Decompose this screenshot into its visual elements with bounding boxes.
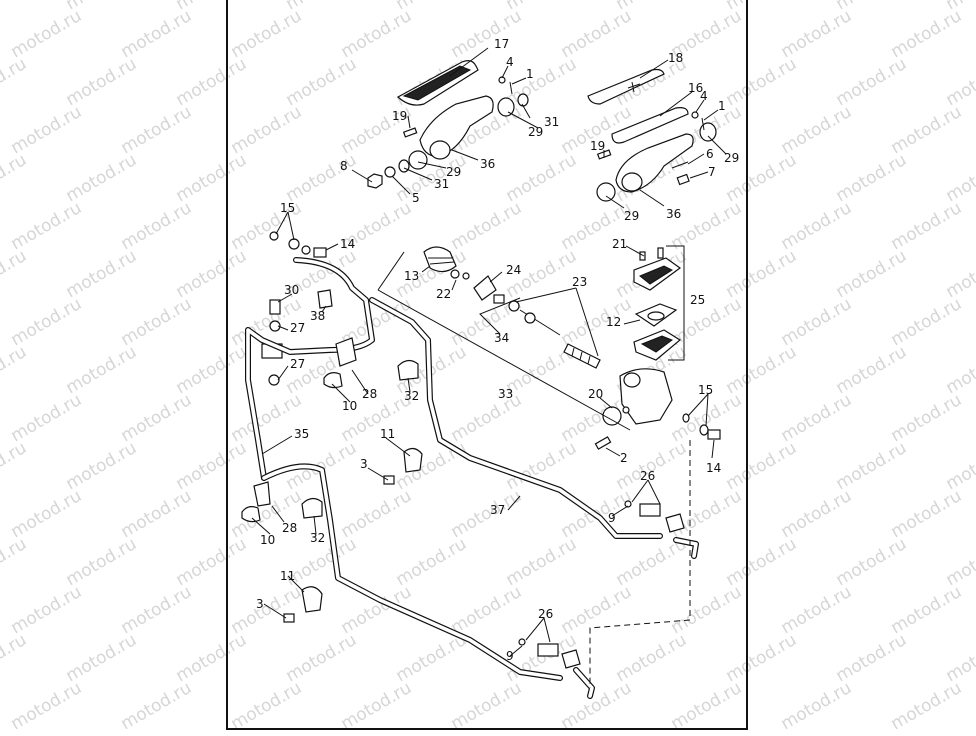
watermark-text: motod.ru [0,534,30,590]
watermark-text: motod.ru [943,342,976,398]
watermark-text: motod.ru [943,150,976,206]
watermark-text: motod.ru [0,150,30,206]
watermark-text: motod.ru [8,678,86,732]
watermark-text: motod.ru [118,678,196,732]
watermark-text: motod.ru [0,54,30,110]
watermark-text: motod.ru [778,678,856,732]
watermark-text: motod.ru [0,342,30,398]
diagram-frame [226,0,748,730]
watermark-text: motod.ru [943,438,976,494]
watermark-text: motod.ru [943,630,976,686]
watermark-text: motod.ru [943,246,976,302]
watermark-text: motod.ru [888,678,966,732]
watermark-text: motod.ru [0,246,30,302]
watermark-text: motod.ru [0,438,30,494]
watermark-text: motod.ru [943,54,976,110]
watermark-text: motod.ru [943,534,976,590]
watermark-text: motod.ru [0,0,30,14]
watermark-text: motod.ru [0,630,30,686]
